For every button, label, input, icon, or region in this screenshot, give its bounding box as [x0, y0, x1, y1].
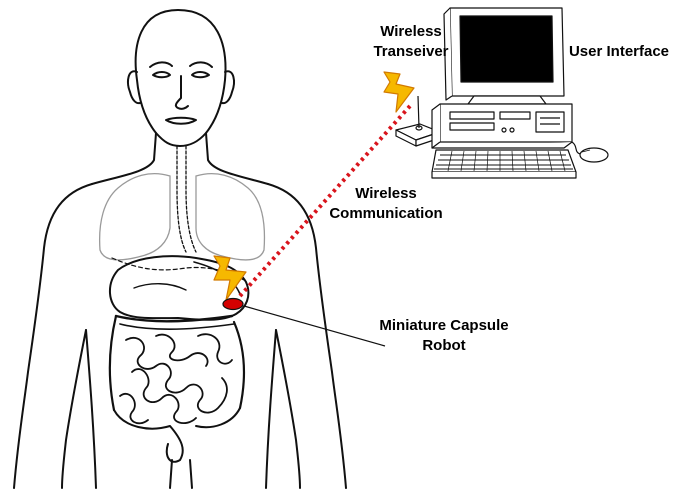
mouse-icon: [572, 142, 608, 162]
capsule-robot-icon: [223, 299, 243, 310]
capsule-robot-label-line1: Miniature Capsule: [364, 316, 524, 336]
user-interface-label-text: User Interface: [564, 42, 674, 62]
monitor-screen: [460, 16, 553, 82]
human-body-outline-icon: [14, 10, 346, 488]
wireless-communication-label: Wireless Communication: [318, 184, 454, 224]
wireless-transceiver-label: Wireless Transeiver: [356, 22, 466, 62]
capsule-robot-label: Miniature Capsule Robot: [364, 316, 524, 356]
lungs-icon: [100, 174, 265, 260]
keyboard-icon: [432, 150, 576, 178]
wireless-transceiver-label-line1: Wireless: [356, 22, 466, 42]
user-interface-label: User Interface: [564, 42, 674, 62]
capsule-robot-label-line2: Robot: [364, 336, 524, 356]
wireless-transceiver-label-line2: Transeiver: [356, 42, 466, 62]
wireless-communication-label-line1: Wireless: [318, 184, 454, 204]
wireless-communication-label-line2: Communication: [318, 204, 454, 224]
